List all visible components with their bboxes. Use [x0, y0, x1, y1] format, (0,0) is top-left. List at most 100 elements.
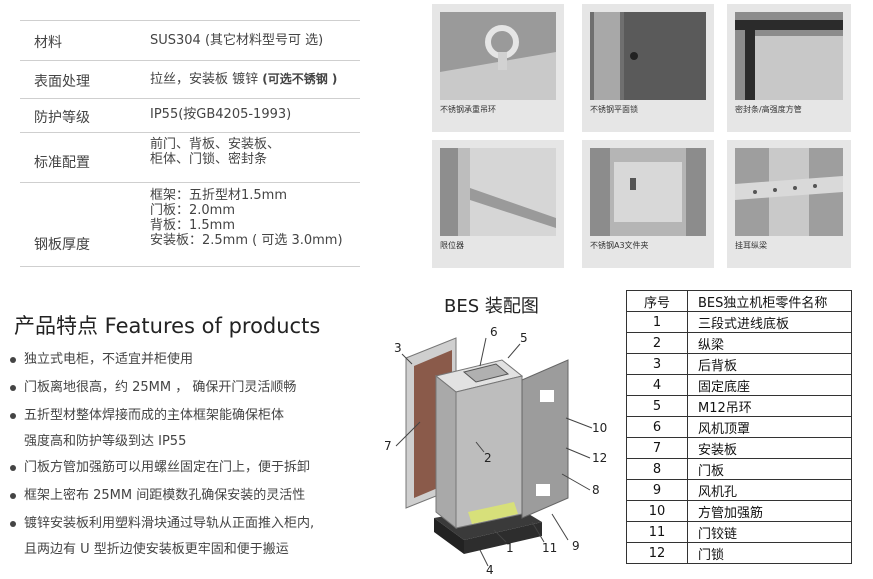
- part-name: 三段式进线底板: [687, 311, 852, 333]
- feature-text: 独立式电柜，不适宜并柜使用: [24, 352, 194, 367]
- part-number: 2: [626, 332, 688, 354]
- callout-label: 12: [592, 451, 607, 465]
- feature-text: 框架上密布 25MM 间距模数孔确保安装的灵活性: [24, 488, 306, 503]
- photo-caption: 不锈钢平面锁: [590, 105, 638, 114]
- part-number: 7: [626, 437, 688, 459]
- photo-file-holder: 不锈钢A3文件夹: [582, 140, 714, 268]
- part-number: 9: [626, 479, 688, 501]
- diagram-title: BES 装配图: [444, 296, 539, 317]
- photo-limiter: 限位器: [432, 140, 564, 268]
- seal-strip-icon: [735, 12, 843, 100]
- feature-item: 门板离地很高，约 25MM ， 确保开门灵活顺畅: [10, 375, 296, 401]
- spec-label: 标准配置: [34, 155, 90, 171]
- file-holder-icon: [590, 148, 706, 236]
- spec-label: 钢板厚度: [34, 237, 90, 253]
- callout-label: 4: [486, 563, 494, 576]
- spec-row-thickness: 钢板厚度 框架：五折型材1.5mm 门板：2.0mm 背板：1.5mm 安装板：…: [20, 182, 360, 267]
- bullet-dot: [10, 464, 16, 471]
- part-name: 门锁: [687, 542, 852, 564]
- spec-line: 背板：1.5mm: [150, 218, 236, 233]
- fan-hole: [536, 484, 550, 496]
- fan-hole: [540, 390, 554, 402]
- callout-label: 7: [384, 439, 392, 453]
- photo-seal-strip: 密封条/高强度方管: [727, 4, 851, 132]
- spec-value-text: 拉丝，安装板 镀锌: [150, 72, 263, 87]
- bullet-dot: [10, 412, 16, 419]
- part-number: 1: [626, 311, 688, 333]
- spec-label: 材料: [34, 35, 62, 51]
- part-name: M12吊环: [687, 395, 852, 417]
- callout-label: 10: [592, 421, 607, 435]
- bullet-dot: [10, 384, 16, 391]
- part-number: 10: [626, 500, 688, 522]
- base-side: [434, 518, 464, 554]
- parts-header-cell: 序号: [626, 290, 688, 312]
- spec-value: IP55(按GB4205-1993): [150, 107, 292, 122]
- callout-label: 1: [506, 541, 514, 555]
- spec-value: SUS304 (其它材料型号可 选): [150, 33, 324, 48]
- gland-plate: [468, 502, 518, 524]
- part-name: 纵梁: [687, 332, 852, 354]
- callout-label: 8: [592, 483, 600, 497]
- part-number: 8: [626, 458, 688, 480]
- part-name: 安装板: [687, 437, 852, 459]
- feature-item: 五折型材整体焊接而成的主体框架能确保柜体强度高和防护等级到达 IP55: [10, 403, 284, 455]
- door-panel: [521, 359, 569, 519]
- part-name: 门板: [687, 458, 852, 480]
- spec-value-bold: (可选不锈钢 ): [262, 72, 338, 86]
- callout-label: 5: [520, 331, 528, 345]
- flat-lock-icon: [590, 12, 706, 100]
- cabinet-side: [435, 374, 457, 530]
- feature-item: 镀锌安装板利用塑料滑块通过导轨从正面推入柜内, 且两边有 U 型折边使安装板更牢固…: [10, 511, 314, 563]
- feature-item: 门板方管加强筋可以用螺丝固定在门上，便于拆卸: [10, 455, 310, 481]
- photo-lifting-ring: 不锈钢承重吊环: [432, 4, 564, 132]
- feature-text: 镀锌安装板利用塑料滑块通过导轨从正面推入柜内,: [24, 516, 315, 531]
- spec-row-protection: 防护等级 IP55(按GB4205-1993): [20, 98, 360, 133]
- part-number: 5: [626, 395, 688, 417]
- photo-caption: 不锈钢A3文件夹: [590, 241, 649, 250]
- bullet-dot: [10, 356, 16, 363]
- photo-caption: 挂耳纵梁: [735, 241, 767, 250]
- spec-row-standard: 标准配置 前门、背板、安装板、 柜体、门锁、密封条: [20, 132, 360, 183]
- feature-item: 框架上密布 25MM 间距模数孔确保安装的灵活性: [10, 483, 305, 509]
- bullet-dot: [10, 520, 16, 527]
- part-number: 4: [626, 374, 688, 396]
- callout-label: 2: [484, 451, 492, 465]
- lifting-ring-icon: [440, 12, 556, 100]
- part-number: 3: [626, 353, 688, 375]
- base-front: [464, 522, 542, 554]
- feature-text: 门板离地很高，约 25MM ， 确保开门灵活顺畅: [24, 380, 297, 395]
- part-name: 后背板: [687, 353, 852, 375]
- part-name: 门铰链: [687, 521, 852, 543]
- limiter-icon: [440, 148, 556, 236]
- callout-label: 6: [490, 325, 498, 339]
- feature-text: 门板方管加强筋可以用螺丝固定在门上，便于拆卸: [24, 460, 311, 475]
- spec-value: 拉丝，安装板 镀锌 (可选不锈钢 ): [150, 72, 337, 87]
- spec-line: 门板：2.0mm: [150, 203, 236, 218]
- part-name: 风机顶罩: [687, 416, 852, 438]
- photo-flat-lock: 不锈钢平面锁: [582, 4, 714, 132]
- assembly-diagram: 3 6 5 7 2 10 12 8 1 11 9 4: [384, 325, 607, 576]
- feature-text-line2: 且两边有 U 型折边使安装板更牢固和便于搬运: [24, 542, 289, 557]
- spec-row-surface: 表面处理 拉丝，安装板 镀锌 (可选不锈钢 ): [20, 60, 360, 99]
- parts-header-row: 序号 BES独立机柜零件名称: [626, 290, 852, 312]
- spec-label: 表面处理: [34, 74, 90, 90]
- mounting-rail-icon: [735, 148, 843, 236]
- part-number: 12: [626, 542, 688, 564]
- part-number: 11: [626, 521, 688, 543]
- part-name: 方管加强筋: [687, 500, 852, 522]
- callout-label: 3: [394, 341, 402, 355]
- spec-top-border: [20, 20, 360, 21]
- spec-label: 防护等级: [34, 110, 90, 126]
- spec-value: 前门、背板、安装板、 柜体、门锁、密封条: [150, 137, 280, 167]
- feature-text-line2: 强度高和防护等级到达 IP55: [24, 434, 187, 449]
